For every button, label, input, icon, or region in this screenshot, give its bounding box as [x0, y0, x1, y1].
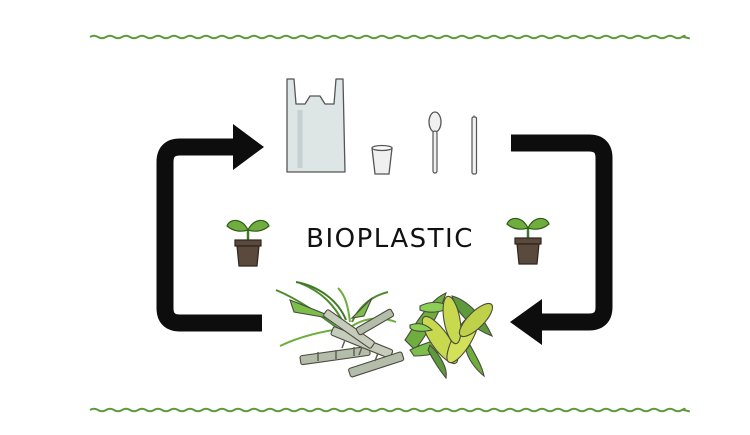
spoon-icon — [428, 111, 442, 174]
left-cycle-arrow — [156, 124, 264, 332]
cup-icon — [371, 144, 393, 175]
diagram-title: BIOPLASTIC — [306, 224, 474, 254]
top-wave-divider — [89, 34, 690, 40]
corn-icon — [404, 292, 494, 380]
straw-tip — [473, 115, 475, 117]
plastic-bag-icon — [286, 78, 346, 173]
sugarcane-icon — [275, 281, 405, 378]
sprout-pot-left-icon — [226, 219, 270, 267]
straw-icon — [471, 116, 478, 175]
right-cycle-arrow — [510, 134, 613, 345]
bottom-wave-divider — [89, 407, 690, 413]
sprout-pot-right-icon — [506, 217, 550, 265]
